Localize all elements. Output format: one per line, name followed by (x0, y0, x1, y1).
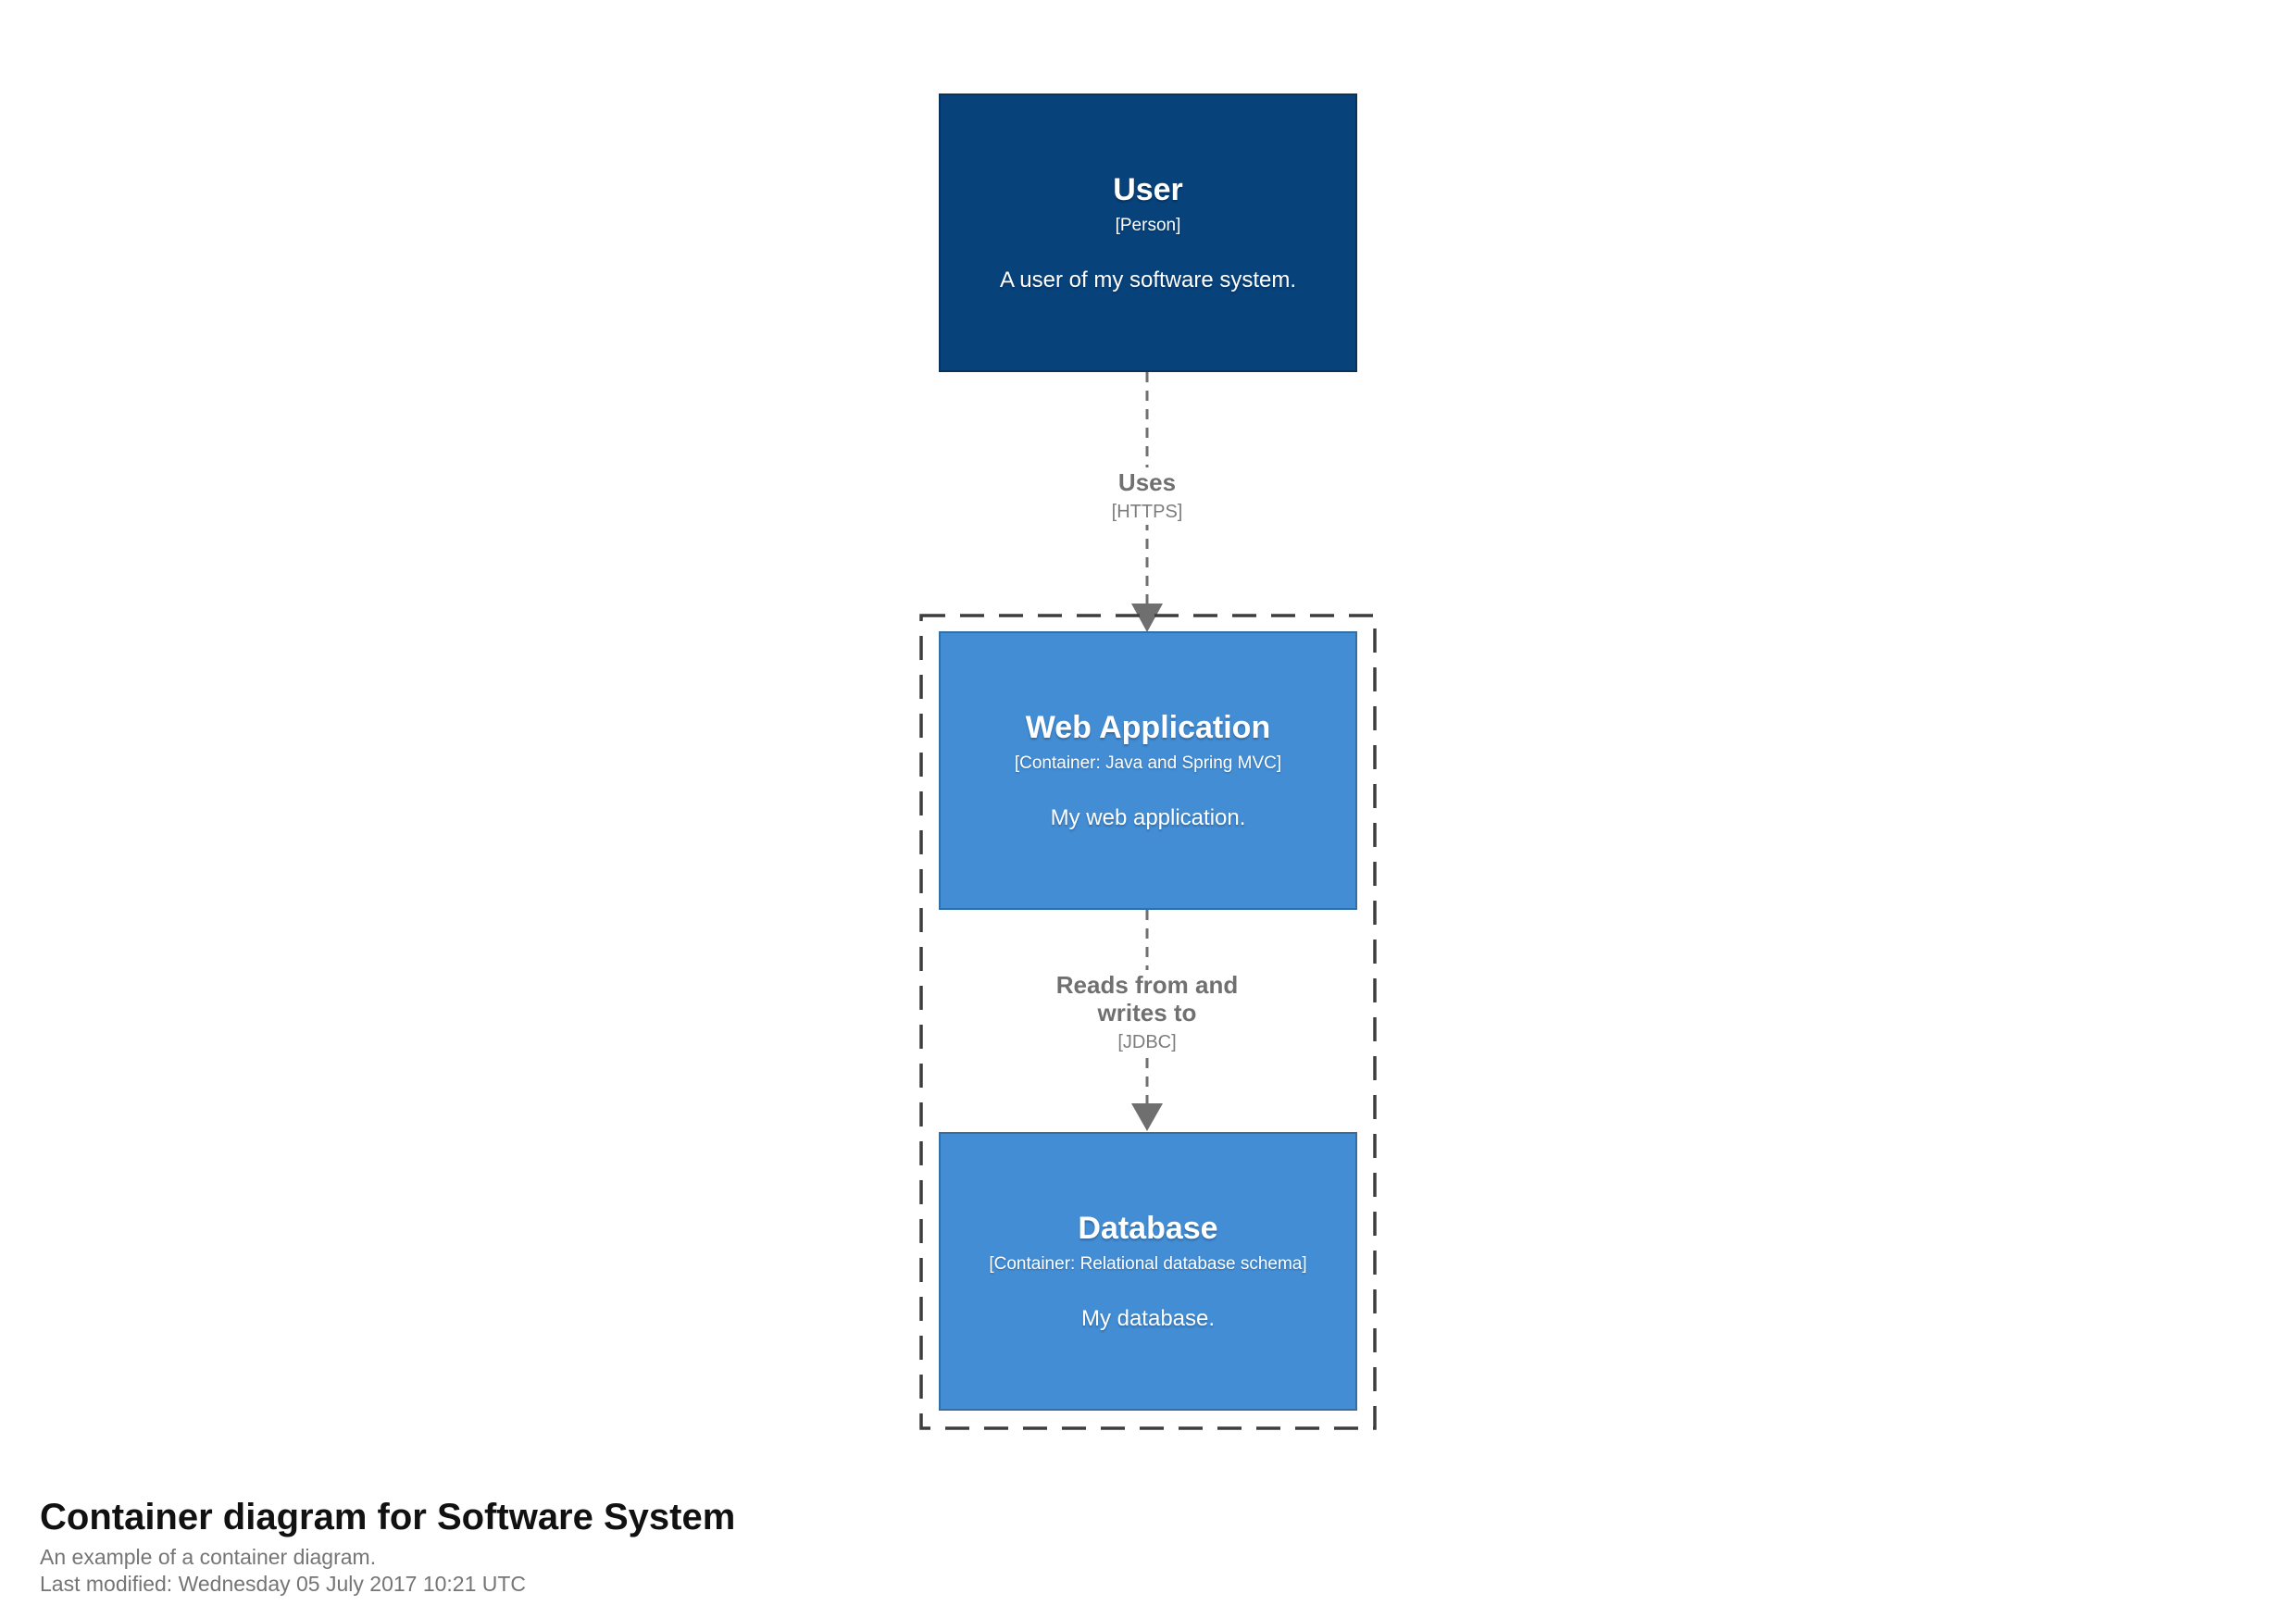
node-description: My web application. (1050, 805, 1246, 831)
diagram-description: An example of a container diagram. (40, 1545, 377, 1569)
diagram-footer: Container diagram for Software System An… (40, 1496, 735, 1598)
relationship-name: Uses (1117, 468, 1177, 496)
node-description: My database. (1080, 1306, 1216, 1332)
page-title: Container diagram for Software System (40, 1497, 736, 1537)
last-modified-timestamp: Last modified: Wednesday 05 July 2017 10… (40, 1572, 527, 1596)
relationship-technology: [HTTPS] (1111, 501, 1183, 522)
person-node-user: User [Person] A user of my software syst… (939, 93, 1357, 372)
node-title: User (1113, 171, 1183, 207)
relationship-technology: [JDBC] (1117, 1031, 1177, 1052)
arrowhead-down-icon (1131, 604, 1163, 632)
node-title: Database (1078, 1210, 1218, 1246)
relationship-label-reads-writes: Reads from and writes to [JDBC] (1017, 970, 1277, 1055)
container-node-database: Database [Container: Relational database… (939, 1132, 1357, 1411)
node-metadata: [Container: Relational database schema] (989, 1254, 1307, 1275)
node-metadata: [Person] (1115, 216, 1181, 236)
node-title: Web Application (1025, 709, 1271, 745)
arrowhead-down-icon (1131, 1103, 1163, 1131)
container-node-web-application: Web Application [Container: Java and Spr… (939, 631, 1357, 910)
relationship-name: Reads from and writes to (1055, 971, 1239, 1027)
software-system-boundary (919, 614, 1377, 1430)
node-metadata: [Container: Java and Spring MVC] (1014, 753, 1282, 774)
relationship-label-uses: Uses [HTTPS] (1102, 467, 1192, 525)
node-description: A user of my software system. (999, 268, 1297, 293)
